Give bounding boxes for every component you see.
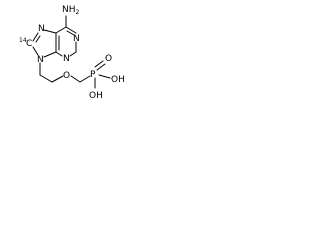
amino-subscript: 2 (76, 9, 80, 16)
phosphoryl-oxygen-label: O (105, 54, 112, 64)
amino-text: NH (62, 5, 76, 15)
bond-p-oh-right (98, 74, 111, 79)
atom-labels: NH2 N N N N 14 C O P O OH OH (19, 5, 125, 101)
bond-n3-c4 (55, 51, 63, 57)
bond-ch2-o (51, 75, 64, 83)
amino-label: NH2 (62, 5, 80, 16)
bond-ch2-ch2 (39, 74, 53, 83)
bond-ch2-p (79, 75, 91, 83)
isotope-mass-label: 14 (19, 37, 27, 44)
n3-label: N (63, 54, 70, 64)
n1-label: N (73, 34, 80, 44)
bond-p-o-double-b (96, 63, 106, 71)
bond-n9-c4 (43, 51, 57, 58)
n9-label: N (37, 55, 44, 65)
bond-c5-n7 (43, 29, 57, 34)
bond-o-ch2 (70, 75, 81, 83)
ether-oxygen-label: O (63, 71, 70, 81)
isotope-carbon-label: C (26, 39, 32, 49)
bond-c6-n1 (65, 26, 77, 34)
bond-n7-c8-double (35, 35, 41, 43)
bond-c5-c6 (55, 26, 67, 34)
bond-n7-c8 (32, 32, 39, 42)
hydroxyl-right-label: OH (111, 75, 125, 85)
bonds (32, 15, 111, 89)
hydroxyl-bottom-label: OH (89, 91, 103, 101)
phosphorus-label: P (90, 70, 96, 80)
bond-c8-n9 (32, 46, 39, 56)
chemical-structure-diagram: NH2 N N N N 14 C O P O OH OH (19, 5, 125, 101)
bond-c2-n3 (69, 51, 77, 57)
bond-p-o-double-a (94, 60, 104, 68)
bond-c6-n1-double (66, 30, 75, 36)
n7-label: N (38, 24, 45, 34)
